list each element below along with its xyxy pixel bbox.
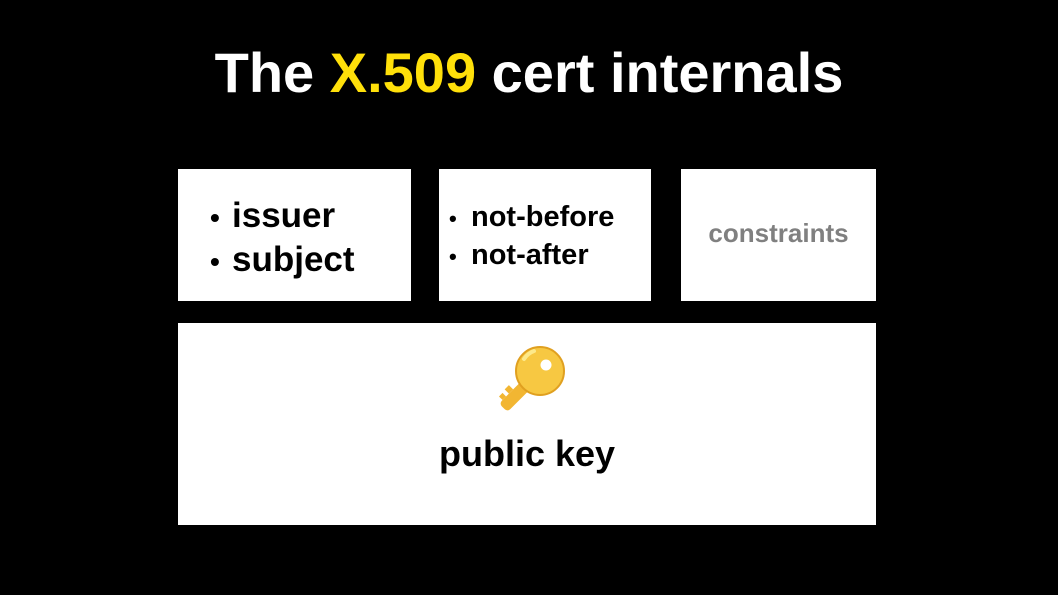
item-label: not-before <box>471 201 615 233</box>
list-item-subject: • subject <box>210 239 355 283</box>
item-label: not-after <box>471 239 589 271</box>
title-prefix: The <box>214 41 330 104</box>
public-key-label: public key <box>438 433 616 474</box>
key-icon <box>498 346 565 411</box>
title-highlight: X.509 <box>329 41 477 104</box>
validity-box: • not-before • not-after <box>439 169 651 301</box>
constraints-box: constraints <box>681 169 876 301</box>
list-item-not-after: • not-after <box>449 237 614 275</box>
constraints-label: constraints <box>708 218 849 248</box>
bullet: • <box>449 206 457 231</box>
slide-title: The X.509 cert internals <box>0 40 1058 105</box>
bullet: • <box>210 202 220 233</box>
validity-list: • not-before • not-after <box>449 199 614 275</box>
names-box: • issuer • subject <box>178 169 411 301</box>
public-key-box: public key <box>178 323 876 525</box>
list-item-not-before: • not-before <box>449 199 614 237</box>
title-suffix: cert internals <box>476 41 844 104</box>
bullet: • <box>210 246 220 277</box>
item-label: issuer <box>232 196 336 235</box>
item-label: subject <box>232 240 355 279</box>
list-item-issuer: • issuer <box>210 195 355 239</box>
names-list: • issuer • subject <box>210 195 355 283</box>
bullet: • <box>449 244 457 269</box>
